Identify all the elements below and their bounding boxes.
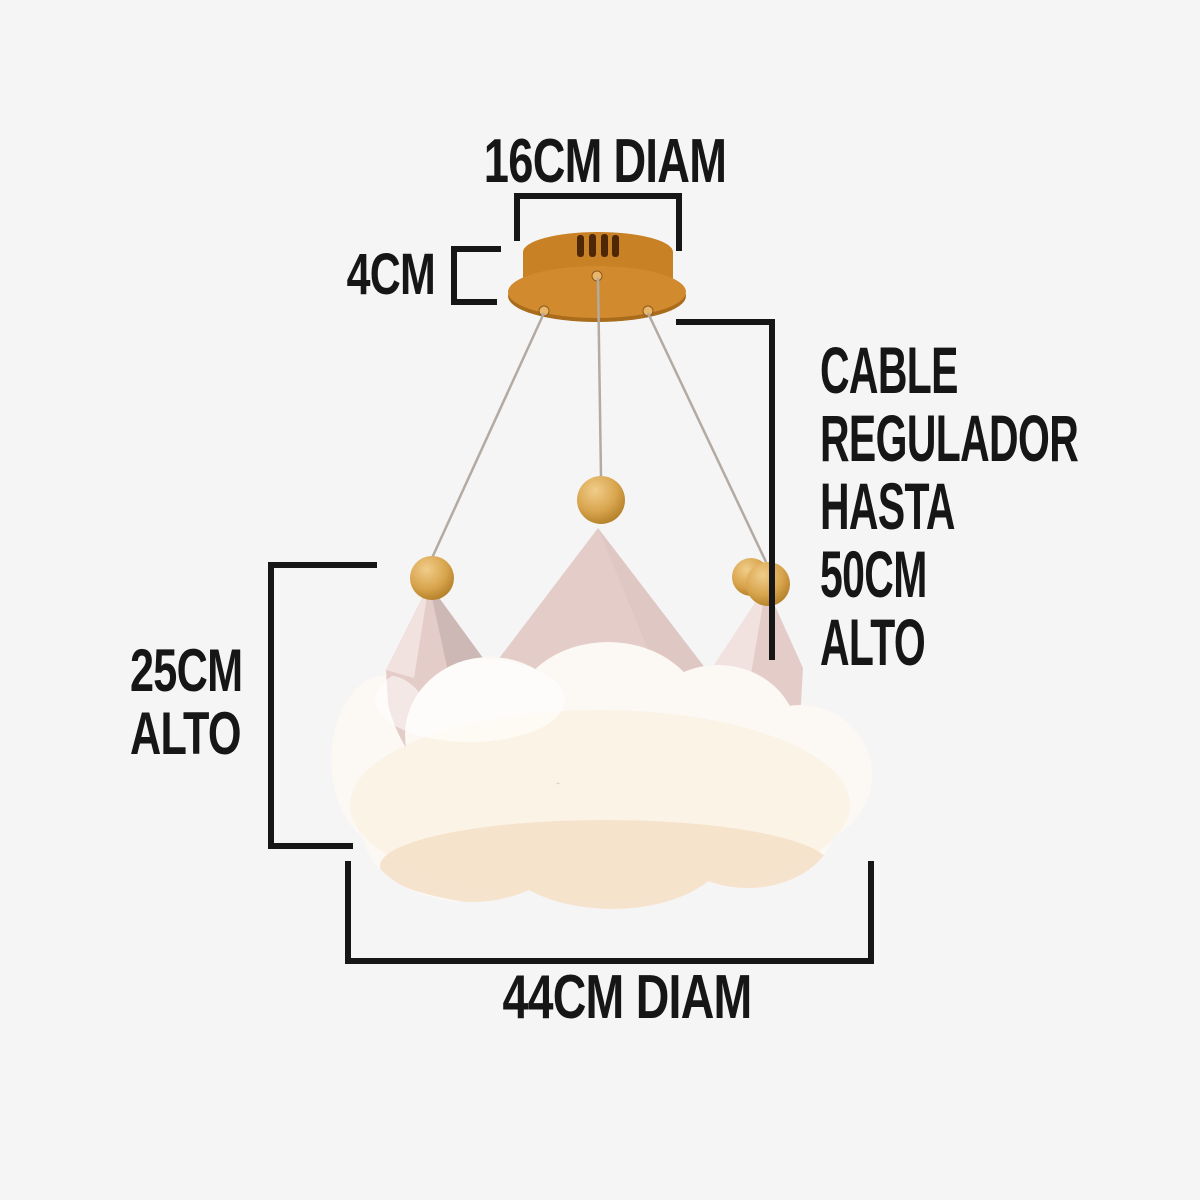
label-cable-regulator: CABLE REGULADOR HASTA 50CM ALTO bbox=[820, 333, 1079, 679]
canopy-vent-slots bbox=[577, 234, 619, 257]
dim-line-cable-50cm bbox=[676, 319, 775, 660]
crown-left-peak-dark-face bbox=[429, 584, 491, 676]
label-top-diameter: 16CM DIAM bbox=[483, 127, 727, 196]
suspension-cables bbox=[430, 277, 768, 563]
dim-line-canopy-4cm bbox=[451, 246, 501, 305]
dim-line-height-25cm bbox=[268, 562, 377, 849]
crown-left-peak-light-face bbox=[386, 584, 429, 678]
cable-right bbox=[646, 312, 768, 563]
label-bottom-diameter: 44CM DIAM bbox=[502, 963, 752, 1032]
gold-ball-right bbox=[746, 562, 790, 606]
label-cable-line-2: REGULADOR bbox=[820, 401, 1079, 475]
dim-line-bottom-44cm bbox=[345, 861, 874, 964]
gold-ball-center bbox=[577, 476, 625, 524]
ceiling-canopy bbox=[508, 232, 686, 322]
cable-left bbox=[430, 312, 546, 559]
label-canopy-height: 4CM bbox=[346, 242, 436, 307]
cable-center bbox=[596, 277, 603, 478]
label-cable-line-1: CABLE bbox=[820, 333, 958, 407]
label-cable-line-5: ALTO bbox=[820, 605, 926, 679]
label-cable-line-3: HASTA bbox=[820, 469, 955, 543]
dim-line-top-16cm bbox=[514, 193, 682, 251]
crown-center-peak-shade bbox=[598, 528, 709, 681]
label-cable-line-4: 50CM bbox=[820, 537, 927, 611]
label-shade-height: 25CM ALTO bbox=[130, 637, 243, 767]
label-shade-height-line-1: 25CM bbox=[130, 637, 243, 704]
dimension-lines bbox=[268, 193, 874, 964]
gold-ball-left bbox=[410, 556, 454, 600]
label-shade-height-line-2: ALTO bbox=[130, 700, 241, 767]
crown-right-peak-light-face bbox=[709, 586, 766, 680]
gold-balls bbox=[410, 476, 790, 606]
